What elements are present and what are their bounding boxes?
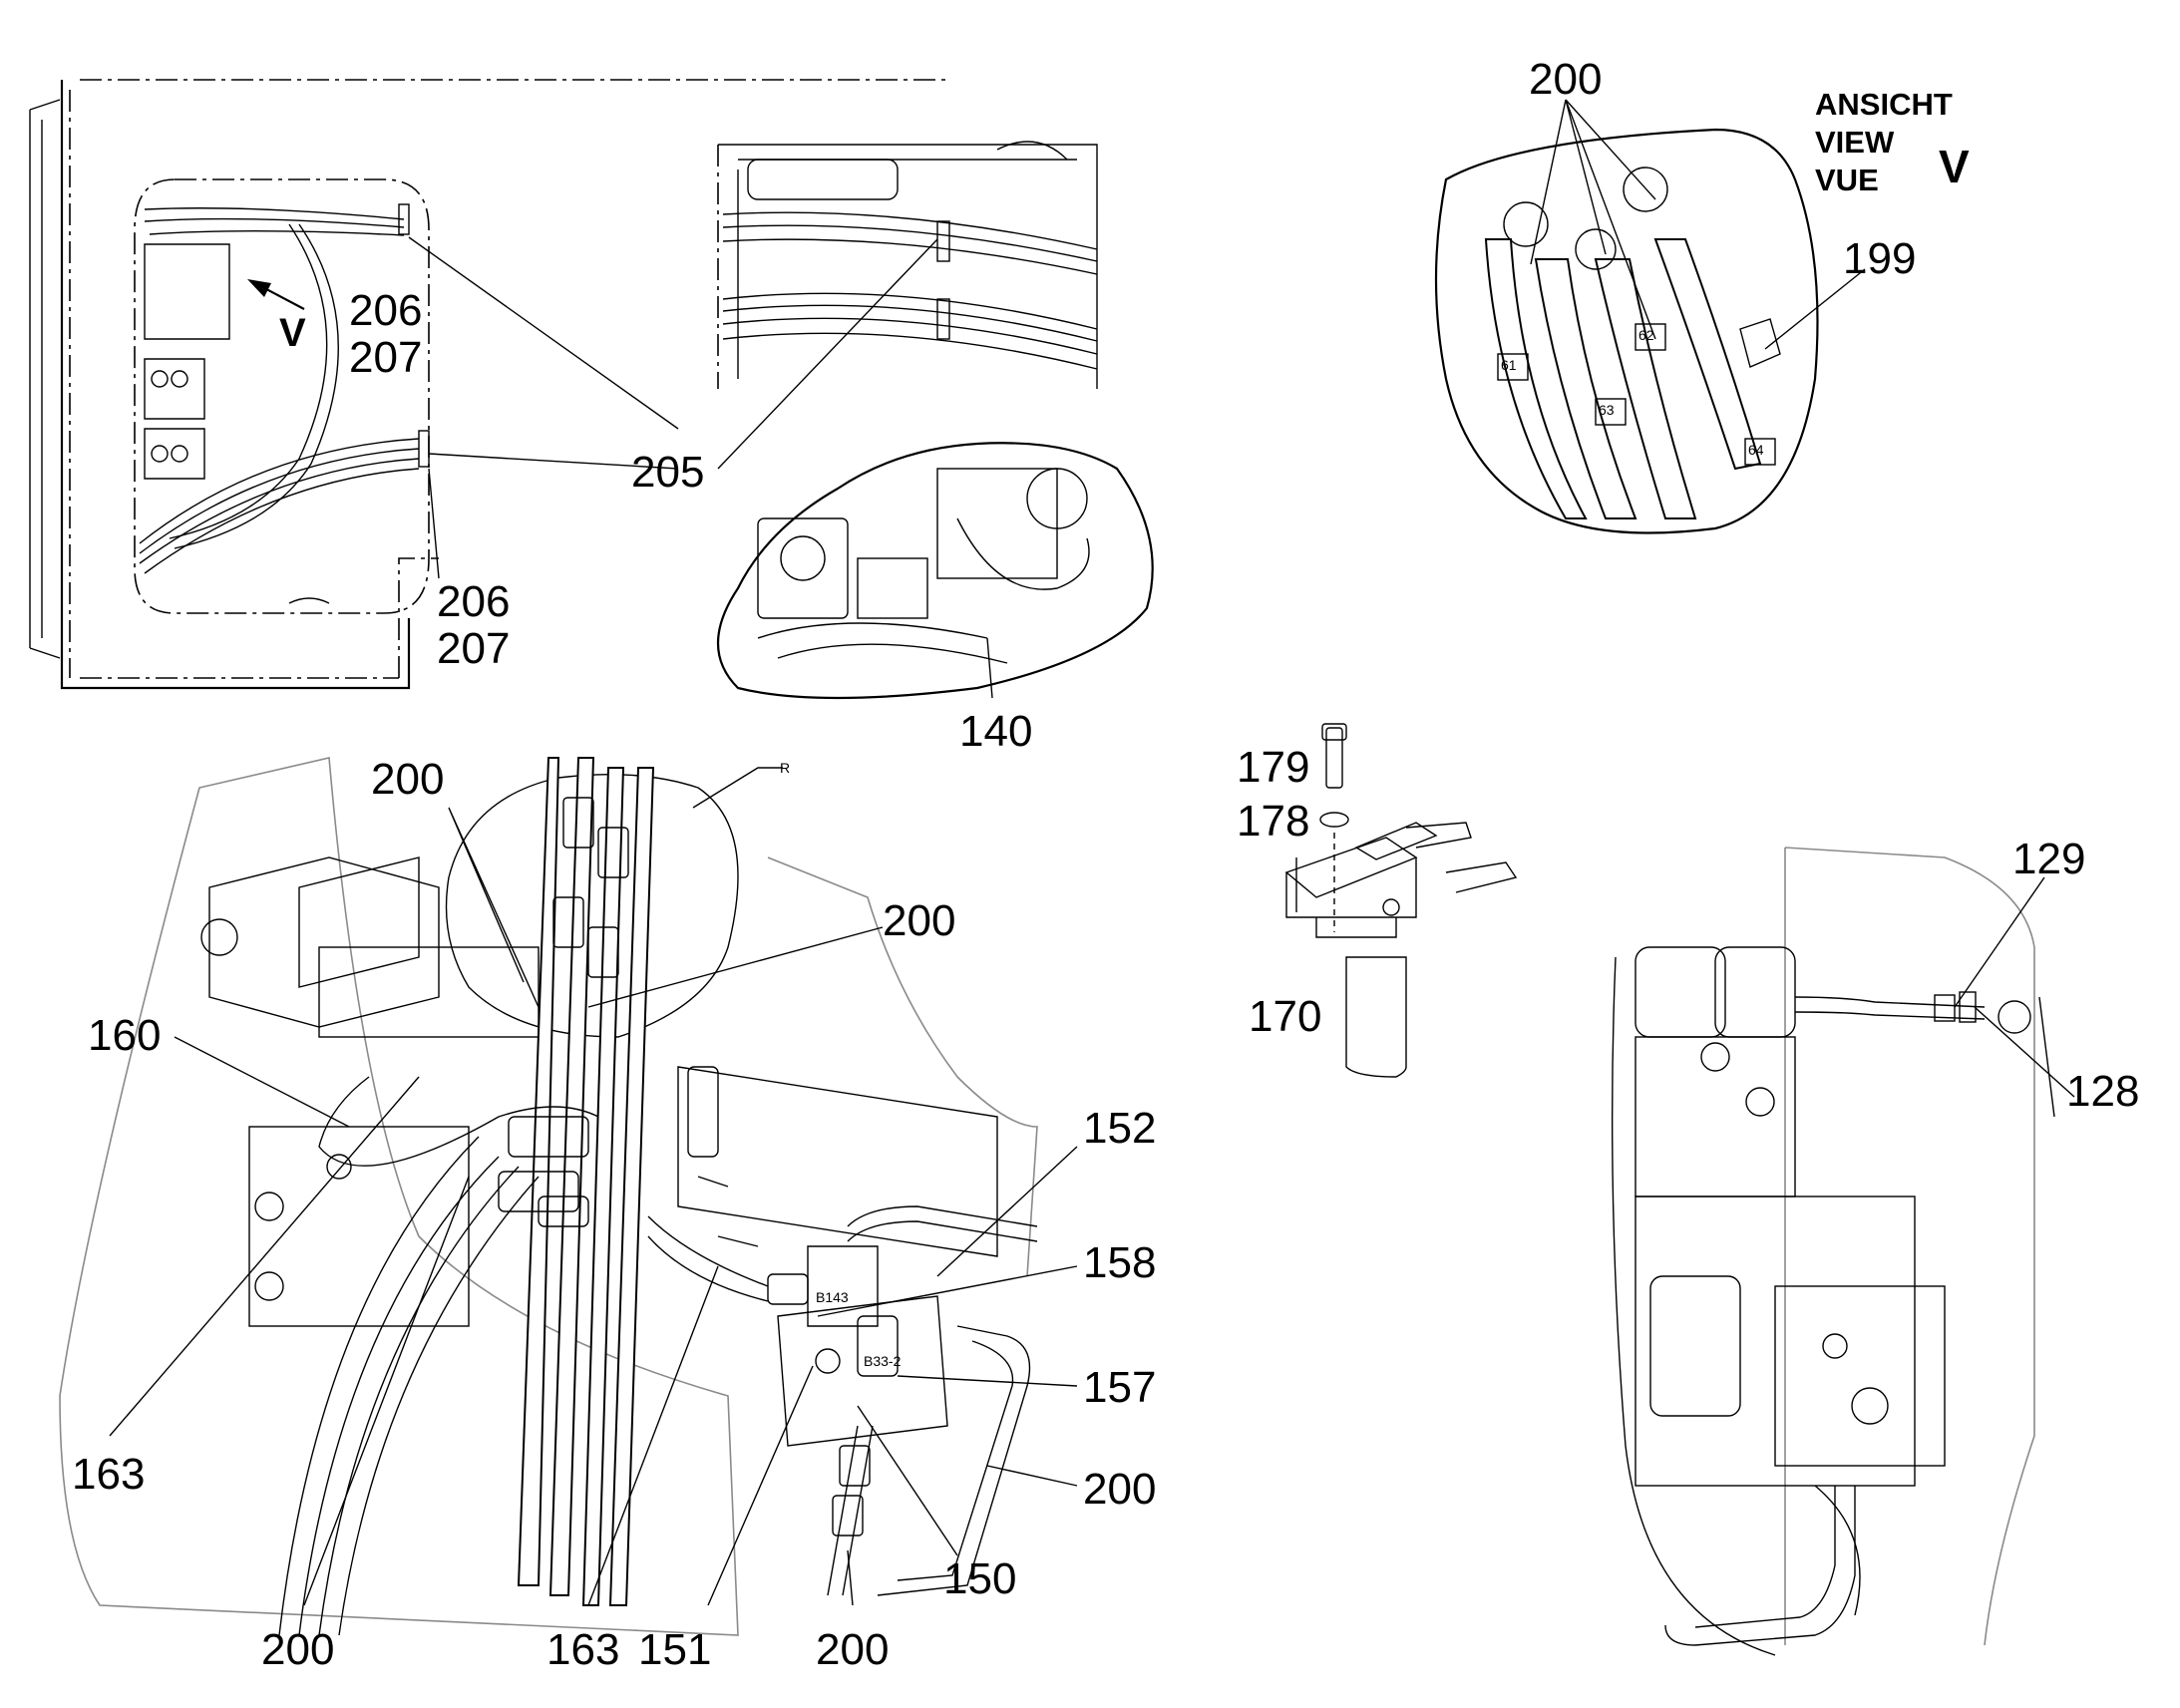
callout-150: 150 [943, 1554, 1017, 1603]
callout-199: 199 [1843, 234, 1917, 283]
hose-tag-61: 61 [1501, 357, 1517, 373]
connector-tag-b143: B143 [816, 1289, 849, 1305]
callout-205: 205 [631, 448, 705, 497]
pedal-assembly [1284, 723, 1518, 1078]
cab-frame-overview [29, 79, 947, 690]
callout-157: 157 [1083, 1363, 1157, 1412]
callout-179: 179 [1237, 743, 1310, 792]
callout-163-bottom: 163 [546, 1625, 620, 1674]
engine-bay-detail [717, 442, 1154, 700]
hose-tag-63: 63 [1599, 402, 1615, 418]
callout-158: 158 [1083, 1238, 1157, 1287]
callout-207-lower: 207 [437, 624, 511, 673]
callout-160: 160 [88, 1011, 162, 1060]
callout-200-bottom-left: 200 [261, 1625, 335, 1674]
callout-200-view: 200 [1529, 55, 1603, 104]
callout-200-upper-left: 200 [371, 755, 445, 804]
hose-tag-62: 62 [1638, 327, 1654, 343]
leader-lines-top-left [408, 236, 938, 579]
callout-128: 128 [2066, 1067, 2140, 1116]
view-label: ANSICHT VIEW VUE [1815, 86, 1953, 199]
detail-marker: R [780, 760, 791, 776]
valve-block-detail [1611, 847, 2075, 1656]
callout-152: 152 [1083, 1104, 1157, 1153]
view-label-line-3: VUE [1815, 163, 1879, 197]
callout-140: 140 [959, 707, 1033, 756]
view-label-line-1: ANSICHT [1815, 87, 1953, 122]
frame-section-detail [717, 141, 1098, 389]
view-label-line-2: VIEW [1815, 125, 1895, 160]
callout-200-right: 200 [1083, 1465, 1157, 1514]
callout-200-bottom-right: 200 [816, 1625, 890, 1674]
view-letter: V [1939, 141, 1970, 192]
callout-178: 178 [1237, 797, 1310, 846]
hose-tag-64: 64 [1748, 442, 1764, 458]
callout-170: 170 [1249, 992, 1322, 1041]
callout-200-upper-right: 200 [883, 896, 956, 945]
direction-arrow-letter: V [279, 311, 306, 355]
callout-207-upper: 207 [349, 333, 423, 382]
callout-206-upper: 206 [349, 286, 423, 335]
callout-151: 151 [638, 1625, 712, 1674]
callout-163-left: 163 [72, 1450, 146, 1499]
leader-lines-bottom-left [109, 807, 1078, 1606]
callout-206-lower: 206 [437, 577, 511, 626]
connector-tag-b33-2: B33-2 [864, 1353, 902, 1369]
callout-129: 129 [2012, 835, 2086, 883]
main-valve-assembly [59, 757, 1038, 1636]
view-v-hose-detail [1434, 99, 1866, 534]
